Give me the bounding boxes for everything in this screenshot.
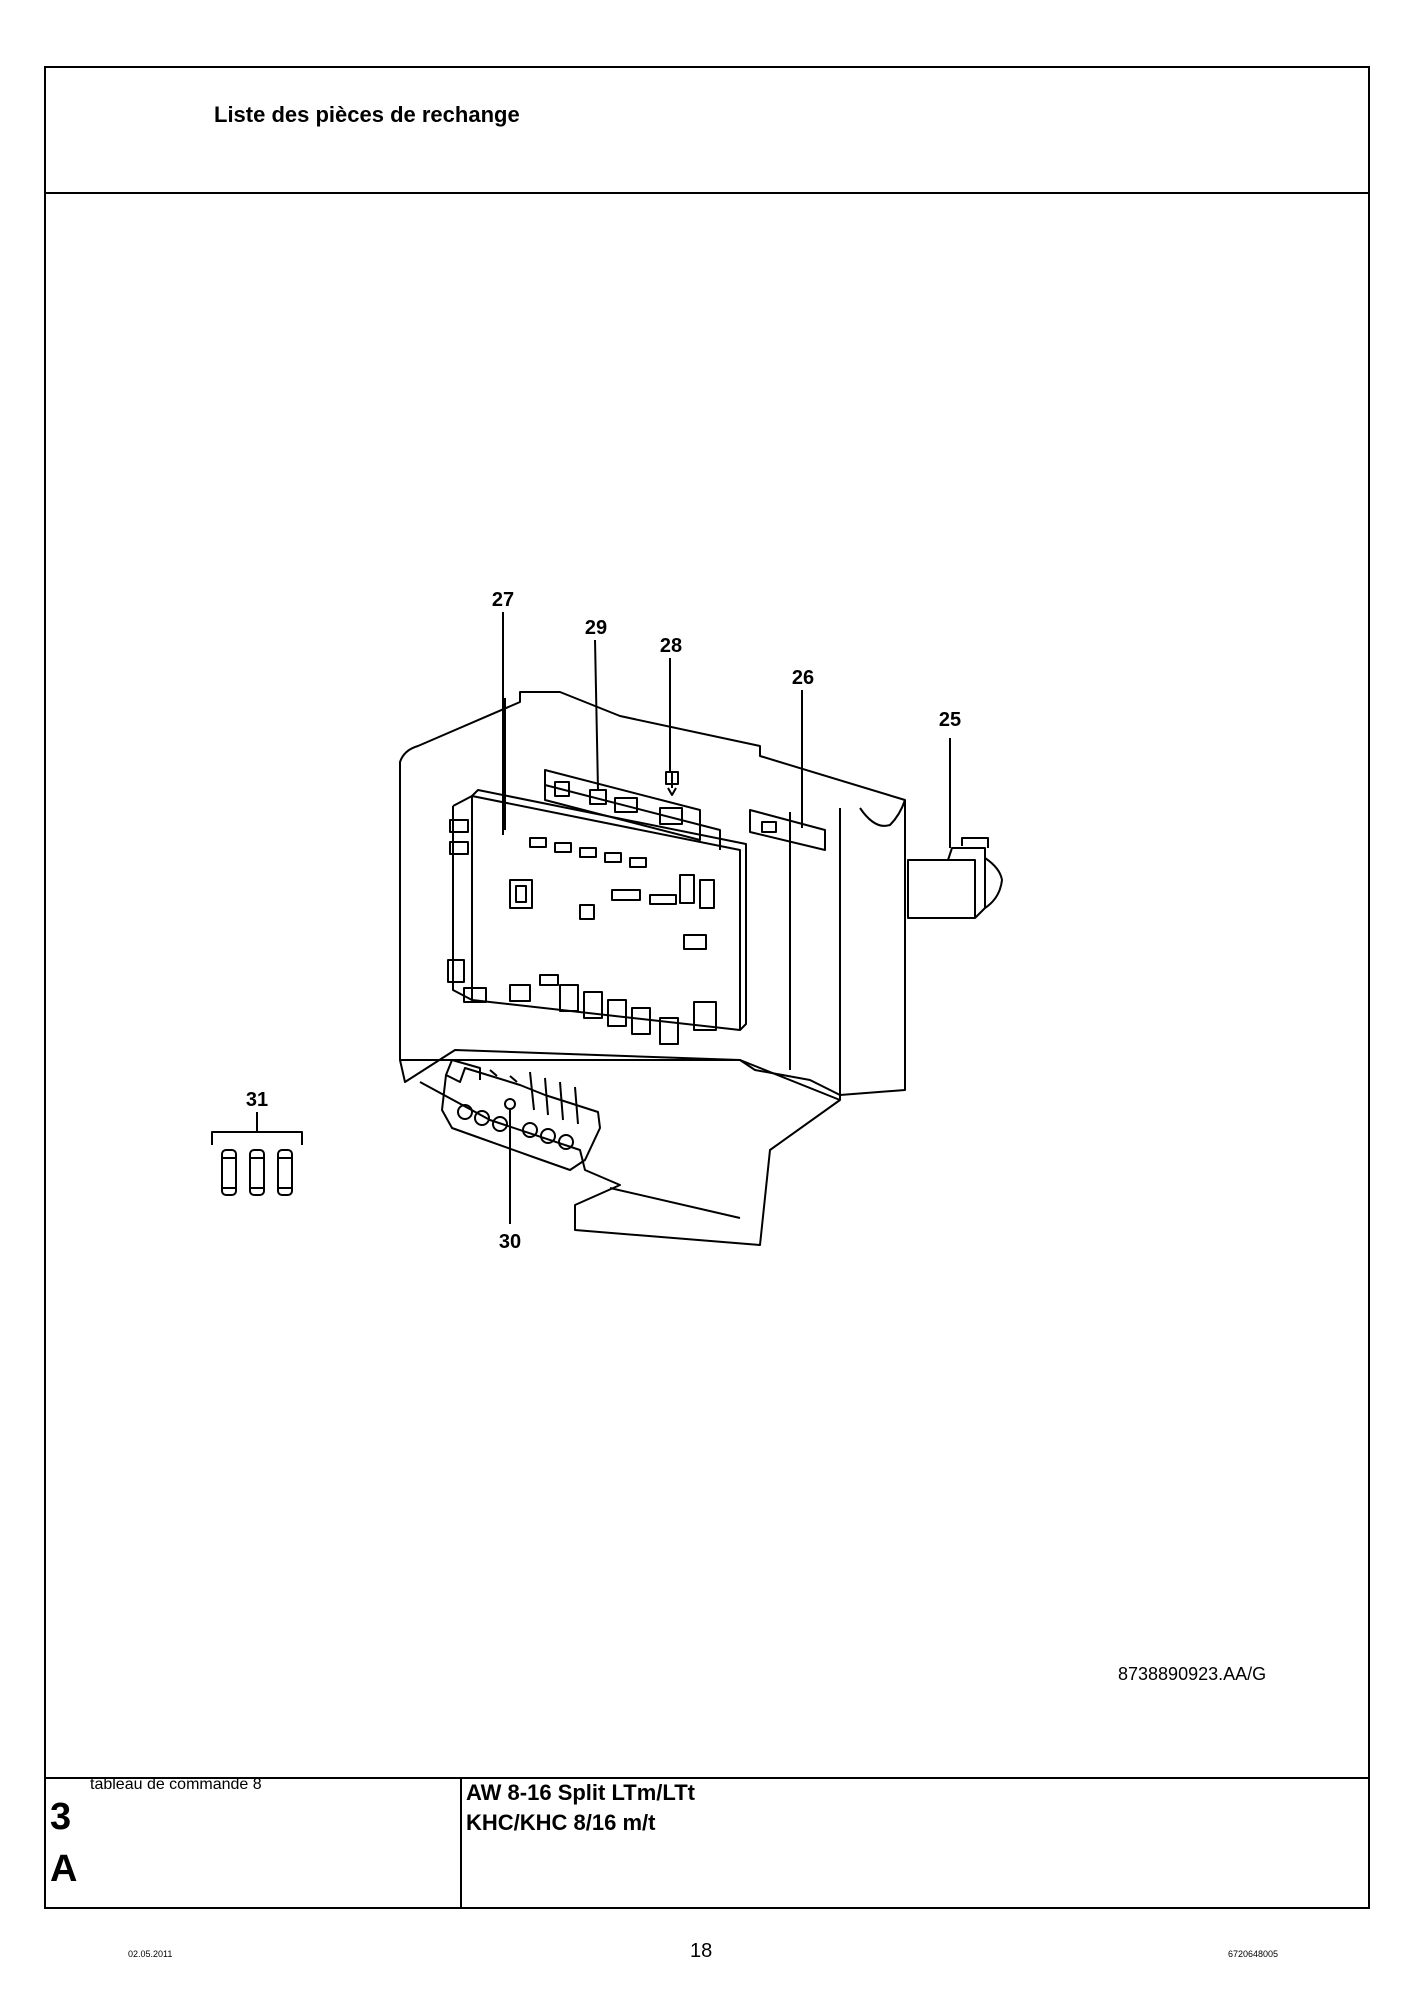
section-title: tableau de commande 8 <box>90 1776 262 1793</box>
document-date: 02.05.2011 <box>128 1949 173 1959</box>
sensor-28 <box>665 771 679 796</box>
leader-29 <box>594 639 599 791</box>
chip-19 <box>631 1007 651 1035</box>
chip-3 <box>529 837 547 848</box>
page-number: 18 <box>690 1940 713 1962</box>
tray-inner-line <box>609 1187 741 1219</box>
terminal-strip-30 <box>441 1067 601 1171</box>
chip-11 <box>679 874 695 904</box>
display-25-side <box>947 847 986 919</box>
housing-side-notch <box>859 799 906 827</box>
relay-5 <box>761 821 777 833</box>
fuse-bracket <box>211 1112 303 1145</box>
page-frame <box>44 66 1370 1909</box>
housing-back-plate <box>399 691 906 1096</box>
callout-28: 28 <box>660 635 682 657</box>
chip-1 <box>509 879 533 909</box>
relay-4 <box>659 807 683 825</box>
chip-21 <box>693 1001 717 1031</box>
display-25-knob <box>984 857 1003 909</box>
terminal-screw-6 <box>558 1134 574 1150</box>
terminal-screw-3 <box>492 1116 508 1132</box>
chapter-letter: A <box>50 1848 78 1890</box>
module-29 <box>544 769 701 841</box>
chip-17 <box>583 991 603 1019</box>
chip-24 <box>449 819 469 833</box>
fuse-1 <box>221 1149 237 1196</box>
chip-5 <box>579 847 597 858</box>
chip-14 <box>509 984 531 1002</box>
terminal-screw-1 <box>457 1104 473 1120</box>
chip-4 <box>554 842 572 853</box>
chip-20 <box>659 1017 679 1045</box>
housing-side-wall <box>789 808 841 1100</box>
fuse-3 <box>277 1149 293 1196</box>
terminal-marker <box>504 1098 516 1110</box>
callout-30: 30 <box>499 1231 521 1253</box>
chip-16 <box>559 984 579 1012</box>
module-26 <box>749 809 826 851</box>
terminal-screw-5 <box>540 1128 556 1144</box>
terminal-tabs <box>529 1071 579 1125</box>
circuit-board-edge <box>471 789 747 1031</box>
chip-23 <box>463 987 487 1003</box>
fuse-group-31 <box>221 1149 293 1196</box>
page-title: Liste des pièces de rechange <box>214 102 520 127</box>
drawing-reference-code: 8738890923.AA/G <box>1118 1664 1267 1684</box>
chip-18 <box>607 999 627 1027</box>
relay-1 <box>554 781 570 797</box>
terminal-strip-top <box>445 1059 518 1083</box>
callout-29: 29 <box>585 617 607 639</box>
chapter-number: 3 <box>50 1796 72 1838</box>
chip-10 <box>649 894 677 905</box>
callout-25: 25 <box>939 709 961 731</box>
terminal-screw-2 <box>474 1110 490 1126</box>
display-25 <box>907 859 976 919</box>
housing-bottom-tray <box>399 1049 841 1246</box>
footer-divider <box>44 1777 1370 1779</box>
display-25-clip <box>961 837 989 848</box>
header-divider <box>44 192 1370 194</box>
relay-3 <box>614 797 638 813</box>
callout-27: 27 <box>492 589 514 611</box>
chip-13 <box>683 934 707 950</box>
callout-26: 26 <box>792 667 814 689</box>
footer-column-divider <box>460 1777 462 1909</box>
model-line-2: KHC/KHC 8/16 m/t <box>466 1810 656 1835</box>
chip-2 <box>515 885 527 903</box>
terminal-screw-4 <box>522 1122 538 1138</box>
document-number: 6720648005 <box>1228 1949 1279 1959</box>
chip-15 <box>539 974 559 986</box>
chip-8 <box>579 904 595 920</box>
fuse-caps <box>222 1157 292 1189</box>
chip-12 <box>699 879 715 909</box>
chip-9 <box>611 889 641 901</box>
chip-25 <box>449 841 469 855</box>
chip-22 <box>447 959 465 983</box>
callout-31: 31 <box>246 1089 268 1111</box>
front-panel-outline <box>452 795 473 1001</box>
chip-7 <box>629 857 647 868</box>
fuse-2 <box>249 1149 265 1196</box>
model-line-1: AW 8-16 Split LTm/LTt <box>466 1780 695 1805</box>
chip-6 <box>604 852 622 863</box>
